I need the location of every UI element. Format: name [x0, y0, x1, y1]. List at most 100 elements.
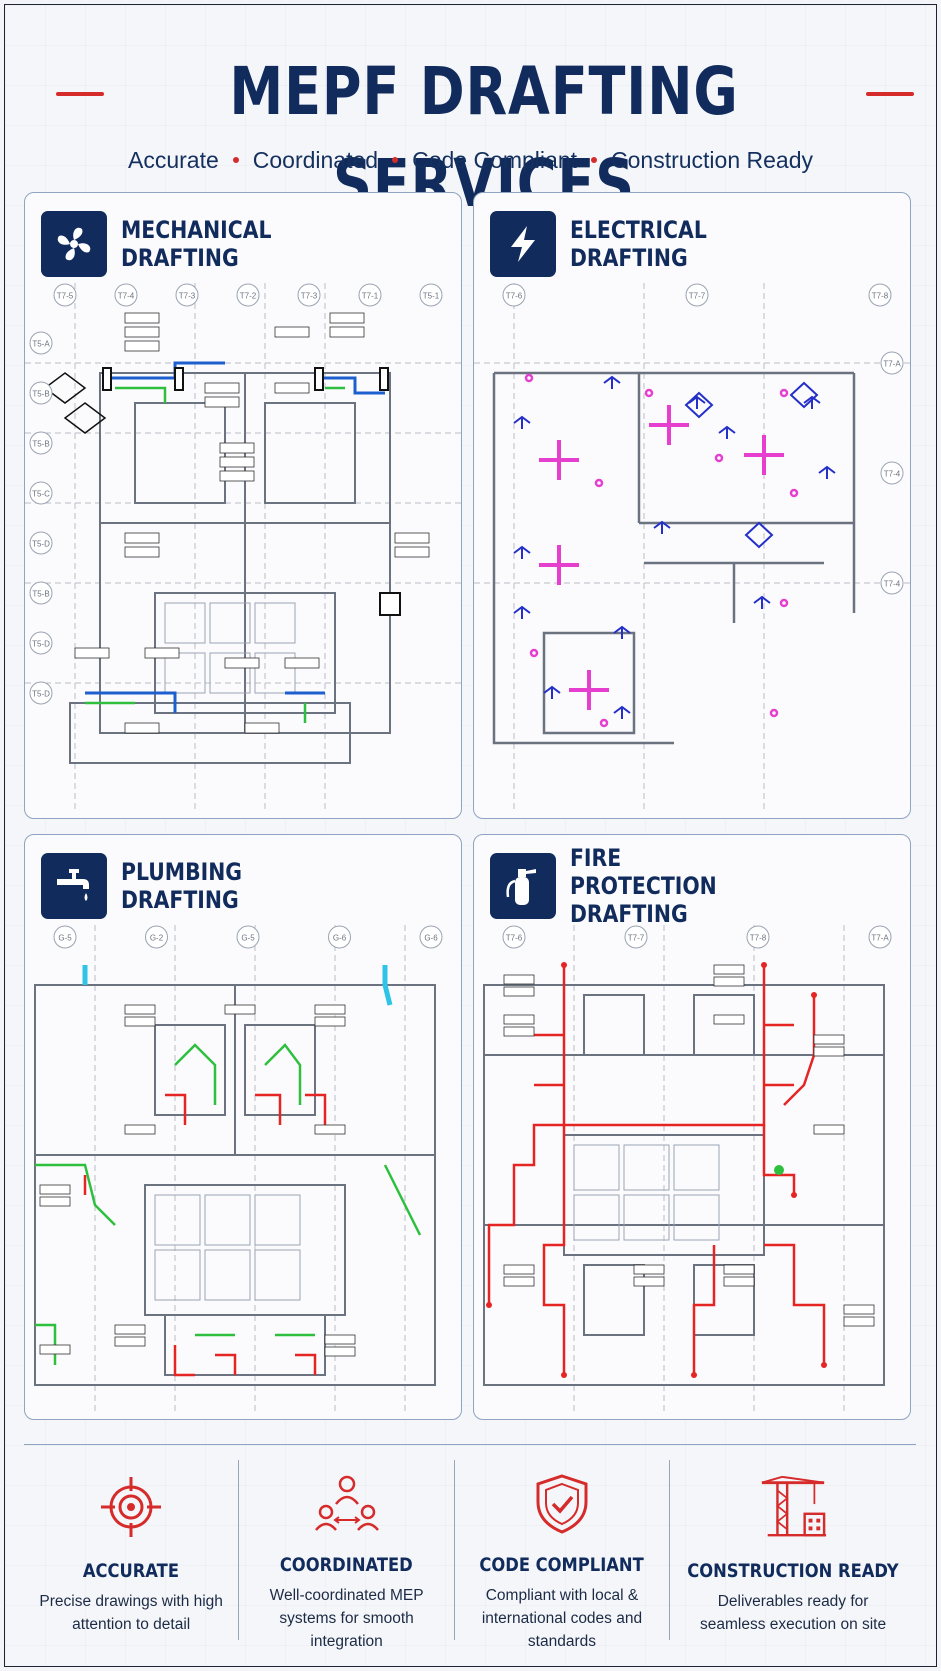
- lightning-icon: [490, 211, 556, 277]
- grid-bubble: T7-8: [746, 925, 770, 949]
- tagline-code-compliant: Code Compliant: [412, 146, 577, 173]
- grid-bubble-label: T7-4: [118, 292, 135, 301]
- grid-bubble: T7-3: [297, 283, 321, 307]
- grid-bubble-label: T7-7: [689, 292, 706, 301]
- grid-bubble-label: G-6: [333, 934, 347, 943]
- panel-header: MECHANICAL DRAFTING: [41, 209, 361, 279]
- grid-bubble: T7-6: [502, 283, 526, 307]
- grid-bubble-label: T7-8: [872, 292, 889, 301]
- tagline-separator-dot: [232, 157, 239, 163]
- grid-bubble: T7-4: [880, 571, 904, 595]
- fan-icon: [41, 211, 107, 277]
- panel-fire-protection: FIRE PROTECTION DRAFTING: [473, 834, 911, 1420]
- title-row: MEPF DRAFTING SERVICES: [0, 40, 941, 222]
- feature-title: CODE COMPLIANT: [479, 1554, 645, 1576]
- panel-mechanical: MECHANICAL DRAFTING: [24, 192, 462, 819]
- feature-title: CONSTRUCTION READY: [687, 1560, 899, 1582]
- grid-bubble: T5-D: [29, 681, 53, 705]
- grid-bubble: T7-A: [868, 925, 892, 949]
- grid-bubble-label: T5-B: [32, 390, 49, 399]
- grid-bubble: T5-D: [29, 631, 53, 655]
- fire-protection-drawing: T7-6 T7-7 T7-8 T7-A: [483, 925, 892, 1415]
- grid-bubble: T7-3: [175, 283, 199, 307]
- features-row: ACCURATE Precise drawings with high atte…: [24, 1460, 916, 1650]
- feature-title: COORDINATED: [280, 1554, 414, 1576]
- grid-bubble-label: G-6: [424, 934, 438, 943]
- grid-bubble-label: T5-D: [32, 690, 50, 699]
- panel-title: FIRE PROTECTION DRAFTING: [570, 844, 717, 928]
- grid-bubble-label: T5-B: [32, 590, 49, 599]
- grid-bubble-label: G-5: [58, 934, 72, 943]
- grid-bubble: G-2: [145, 925, 168, 949]
- grid-bubble: T7-4: [114, 283, 138, 307]
- grid-bubble-label: T5-C: [32, 490, 50, 499]
- feature-description: Deliverables ready for seamless executio…: [700, 1593, 887, 1633]
- grid-bubble-label: T7-2: [240, 292, 257, 301]
- panel-plumbing: PLUMBING DRAFTING: [24, 834, 462, 1420]
- header: MEPF DRAFTING SERVICES Accurate Coordina…: [0, 40, 941, 222]
- grid-bubble: G-5: [236, 925, 260, 949]
- tagline-construction-ready: Construction Ready: [611, 146, 813, 173]
- page-title: MEPF DRAFTING SERVICES: [229, 53, 739, 222]
- grid-bubble: T5-A: [29, 331, 53, 355]
- shield-check-icon: [527, 1472, 597, 1536]
- grid-bubble-label: T5-D: [32, 640, 50, 649]
- feature-description: Well-coordinated MEP systems for smooth …: [269, 1587, 424, 1650]
- grid-bubble: T7-1: [358, 283, 382, 307]
- grid-bubble-label: T5-D: [32, 540, 50, 549]
- tower-crane-icon: [758, 1472, 828, 1542]
- tagline-separator-dot: [392, 157, 399, 163]
- team-network-icon: [312, 1472, 382, 1536]
- panel-header: ELECTRICAL DRAFTING: [490, 209, 810, 279]
- panel-header: PLUMBING DRAFTING: [41, 851, 361, 921]
- grid-bubble-label: T7-3: [301, 292, 318, 301]
- grid-bubble-label: T7-4: [884, 470, 901, 479]
- tagline: Accurate Coordinated Code Compliant Cons…: [0, 140, 941, 180]
- tagline-coordinated: Coordinated: [252, 146, 379, 173]
- grid-bubble-label: T7-4: [884, 580, 901, 589]
- grid-bubble-label: T7-7: [628, 934, 645, 943]
- title-accent-line-left: [56, 92, 104, 96]
- panel-title: ELECTRICAL DRAFTING: [570, 216, 707, 272]
- grid-bubble: T7-5: [53, 283, 77, 307]
- grid-bubble: G-6: [419, 925, 443, 949]
- grid-bubble-label: T5-B: [32, 440, 49, 449]
- feature-construction-ready: CONSTRUCTION READY Deliverables ready fo…: [670, 1460, 916, 1640]
- tagline-accurate: Accurate: [128, 146, 219, 173]
- grid-bubble-label: T5-A: [32, 340, 50, 349]
- feature-code-compliant: CODE COMPLIANT Compliant with local & in…: [455, 1460, 671, 1650]
- grid-bubble: T7-6: [502, 925, 526, 949]
- grid-bubble-label: T7-1: [362, 292, 379, 301]
- grid-bubble: G-6: [328, 925, 351, 949]
- grid-bubble: T7-7: [685, 283, 709, 307]
- feature-title: ACCURATE: [83, 1560, 180, 1582]
- target-icon: [96, 1472, 166, 1542]
- grid-bubble-label: T7-5: [57, 292, 74, 301]
- grid-bubble: T5-B: [29, 381, 53, 405]
- grid-bubble: T5-C: [29, 481, 53, 505]
- grid-bubble: G-5: [53, 925, 77, 949]
- panel-title: PLUMBING DRAFTING: [121, 858, 243, 914]
- panel-header: FIRE PROTECTION DRAFTING: [490, 844, 810, 928]
- panel-electrical: ELECTRICAL DRAFTING: [473, 192, 911, 819]
- grid-bubble: T5-B: [29, 581, 53, 605]
- fire-extinguisher-icon: [490, 853, 556, 919]
- grid-bubble: T5-1: [419, 283, 443, 307]
- tagline-separator-dot: [591, 157, 597, 163]
- grid-bubble-label: T5-1: [423, 292, 440, 301]
- grid-bubble-label: T7-A: [871, 934, 889, 943]
- grid-bubble-label: T7-6: [506, 934, 523, 943]
- feature-description: Precise drawings with high attention to …: [39, 1593, 223, 1633]
- mechanical-drawing: T7-5 T7-4 T7-3 T7-2 T7-3 T7-1 T5-1T5-A T5-B T5-B…: [25, 283, 461, 813]
- plumbing-drawing: G-5 G-2 G-5 G-6 G-6: [34, 925, 443, 1415]
- grid-bubble: T7-8: [868, 283, 892, 307]
- grid-bubble-label: G-5: [241, 934, 255, 943]
- grid-bubble: T5-D: [29, 531, 53, 555]
- grid-bubble-label: G-2: [150, 934, 164, 943]
- feature-accurate: ACCURATE Precise drawings with high atte…: [24, 1460, 240, 1640]
- grid-bubble: T7-A: [880, 351, 904, 375]
- faucet-icon: [41, 853, 107, 919]
- title-accent-line-right: [866, 92, 914, 96]
- grid-bubble: T7-2: [236, 283, 260, 307]
